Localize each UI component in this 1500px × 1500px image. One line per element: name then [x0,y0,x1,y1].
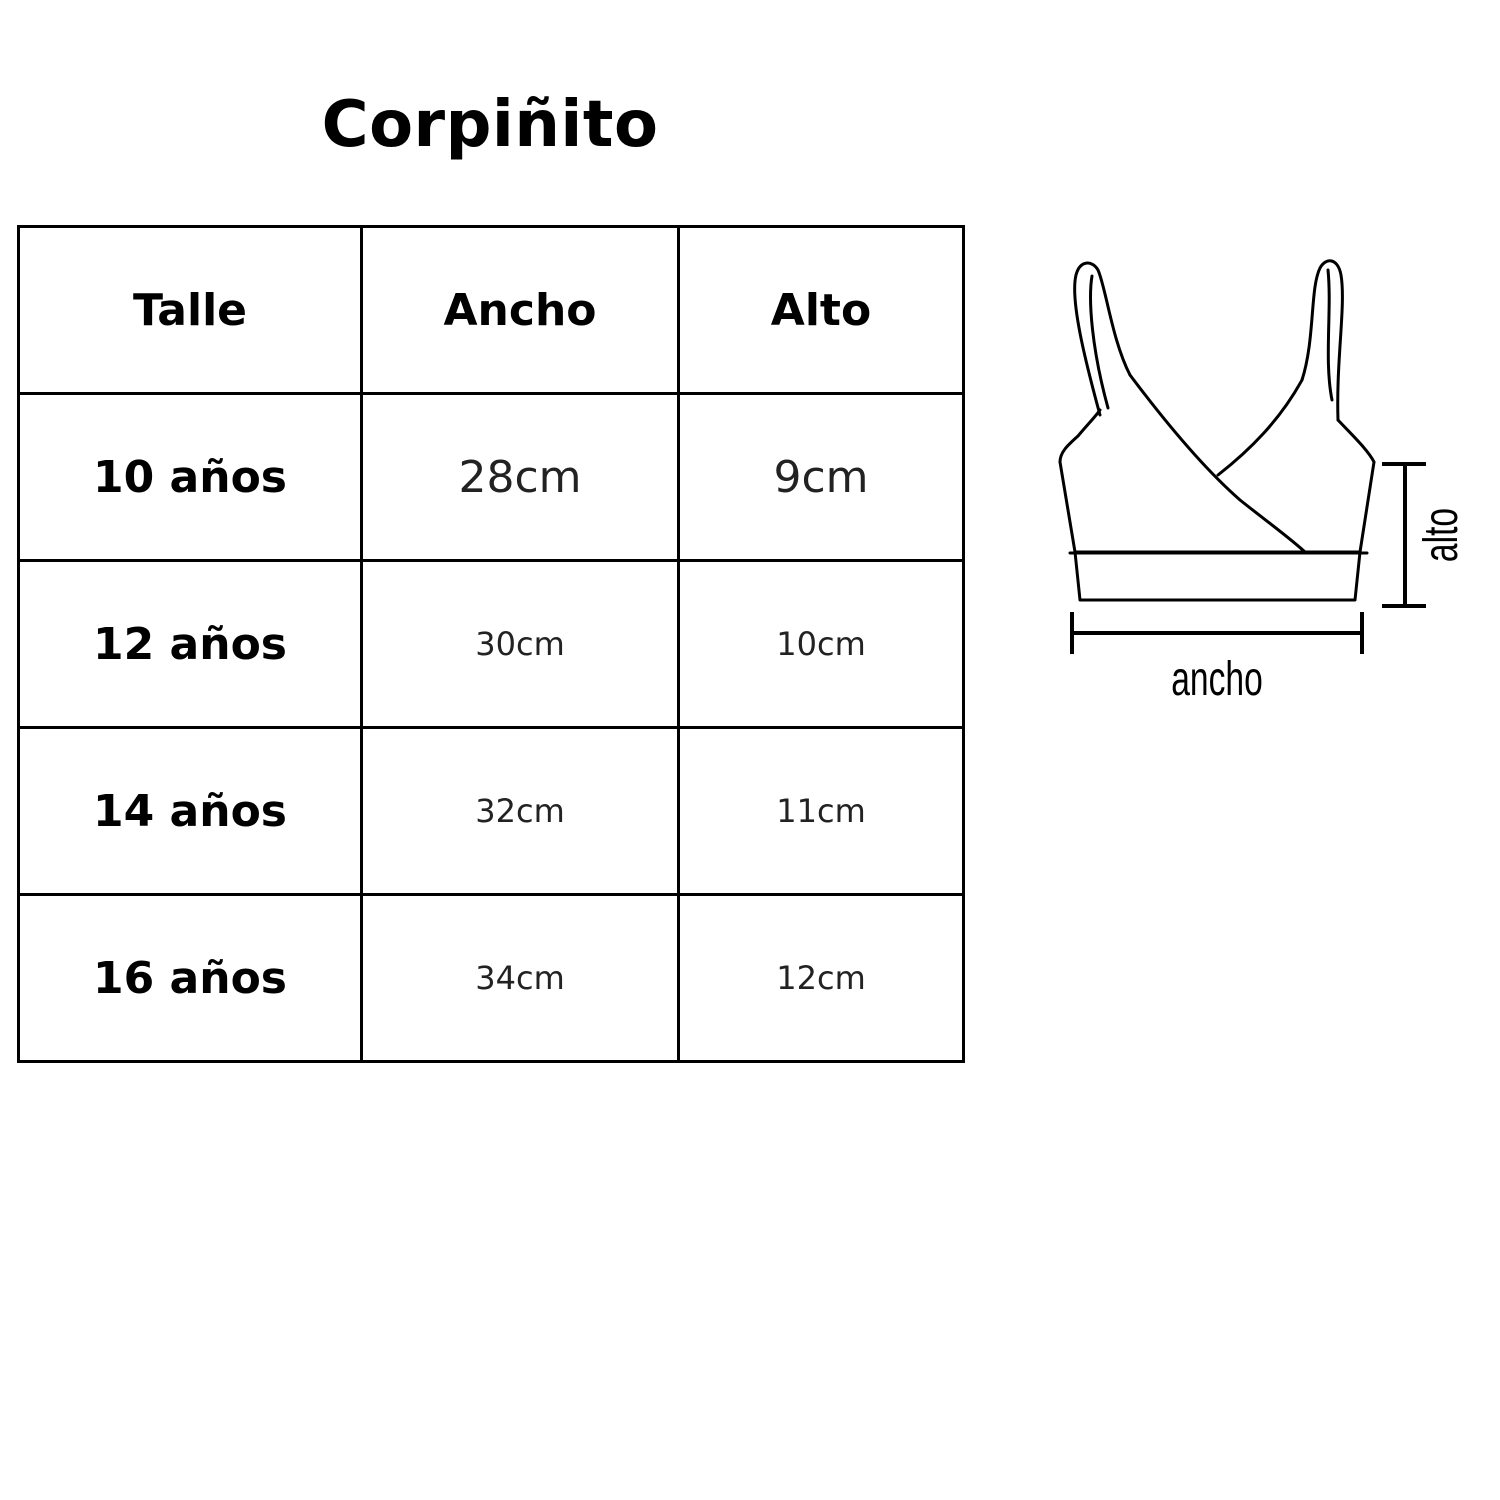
page-title: Corpiñito [321,88,659,162]
cell-ancho: 32cm [360,726,680,896]
height-dimension-icon [1382,462,1426,608]
cell-ancho: 30cm [360,559,680,729]
bra-diagram: ancho alto [1058,259,1467,705]
width-dimension-icon [1070,612,1364,654]
cell-alto: 10cm [677,559,965,729]
cell-alto: 11cm [677,726,965,896]
header-ancho: Ancho [360,225,680,395]
cell-talle: 16 años [17,893,363,1063]
cell-alto: 12cm [677,893,965,1063]
header-talle: Talle [17,225,363,395]
cell-ancho: 34cm [360,893,680,1063]
header-alto: Alto [677,225,965,395]
cell-talle: 10 años [17,392,363,562]
cell-ancho: 28cm [360,392,680,562]
width-label: ancho [1171,651,1263,705]
size-table: Talle Ancho Alto 10 años 28cm 9cm 12 año… [17,225,965,1063]
table-row: 16 años 34cm 12cm [17,893,965,1063]
table-row: 14 años 32cm 11cm [17,726,965,896]
bra-outline-icon [1058,259,1376,602]
height-label: alto [1413,508,1467,562]
right-strap-icon [1300,259,1344,422]
cell-alto: 9cm [677,392,965,562]
left-strap-icon [1073,261,1132,417]
cell-talle: 12 años [17,559,363,729]
cell-talle: 14 años [17,726,363,896]
table-row: 10 años 28cm 9cm [17,392,965,562]
table-header-row: Talle Ancho Alto [17,225,965,395]
table-row: 12 años 30cm 10cm [17,559,965,729]
